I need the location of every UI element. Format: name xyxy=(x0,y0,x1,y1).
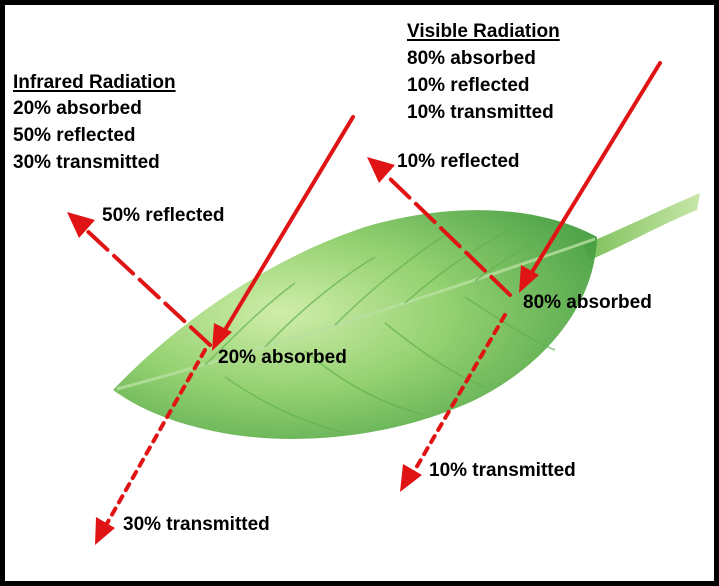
infrared-transmitted-arrow xyxy=(103,348,207,529)
infrared-heading: Infrared Radiation xyxy=(13,72,176,93)
infrared-incoming-arrow xyxy=(220,115,355,337)
infrared-reflected-arrow xyxy=(81,225,212,347)
visible-reflected-text: 10% reflected xyxy=(407,75,530,96)
infrared-reflected-arrowhead xyxy=(67,212,95,238)
arrowheads-layer xyxy=(67,157,539,545)
infrared-transmitted-arrowhead xyxy=(95,517,115,545)
leaf-illustration xyxy=(113,193,700,439)
ir-transmitted-callout: 30% transmitted xyxy=(123,514,270,535)
diagram-canvas xyxy=(67,61,700,545)
leaf-midrib xyxy=(116,237,596,391)
visible-transmitted-arrowhead xyxy=(400,464,422,492)
infrared-transmitted-text: 30% transmitted xyxy=(13,152,160,173)
infrared-incoming-arrowhead xyxy=(212,323,232,351)
ir-absorbed-callout: 20% absorbed xyxy=(218,347,347,368)
visible-reflected-arrow xyxy=(381,170,512,297)
vis-transmitted-callout: 10% transmitted xyxy=(429,460,576,481)
visible-transmitted-arrow xyxy=(410,313,507,477)
vis-reflected-callout: 10% reflected xyxy=(397,151,520,172)
infrared-absorbed-text: 20% absorbed xyxy=(13,98,142,119)
visible-absorbed-text: 80% absorbed xyxy=(407,48,536,69)
visible-heading: Visible Radiation xyxy=(407,21,560,42)
visible-transmitted-text: 10% transmitted xyxy=(407,102,554,123)
leaf-stem xyxy=(583,193,700,260)
vis-absorbed-callout: 80% absorbed xyxy=(523,292,652,313)
visible-incoming-arrowhead xyxy=(519,265,539,293)
visible-reflected-arrowhead xyxy=(367,157,395,183)
ir-reflected-callout: 50% reflected xyxy=(102,205,225,226)
visible-incoming-arrow xyxy=(527,61,662,279)
leaf-blade xyxy=(113,210,597,439)
arrows-layer xyxy=(81,61,662,529)
leaf-veins xyxy=(204,226,561,434)
infrared-reflected-text: 50% reflected xyxy=(13,125,136,146)
